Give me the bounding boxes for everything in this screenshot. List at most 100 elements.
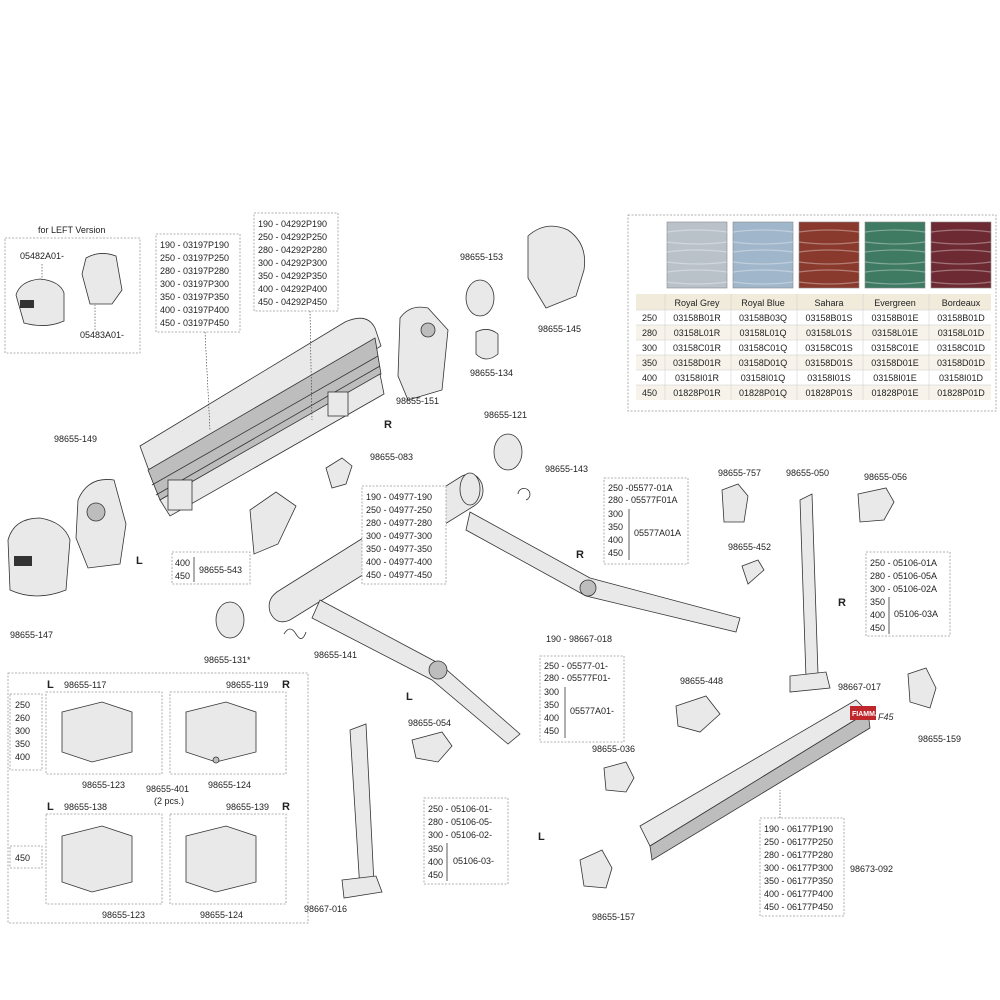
label-98655-145: 98655-145 xyxy=(538,324,581,334)
part-036-icon xyxy=(603,761,635,793)
label-98673-092: 98673-092 xyxy=(850,864,893,874)
fabric-swatch-4 xyxy=(864,221,926,289)
fabric-header-2: Royal Blue xyxy=(741,298,785,308)
left-end-cap-icon xyxy=(15,278,65,326)
label-98655-141: 98655-141 xyxy=(314,650,357,660)
label-98655-050: 98655-050 xyxy=(786,468,829,478)
spring-141-icon xyxy=(283,628,307,639)
bracket-size-1: 260 xyxy=(15,713,30,723)
right-leg-foot xyxy=(789,671,831,693)
bracket-138-icon xyxy=(61,825,133,893)
fabric-row-bg xyxy=(636,325,991,340)
fabric-swatches xyxy=(666,221,992,289)
front-bar-code-6: 450 - 03197P450 xyxy=(160,318,229,328)
end-cap-147-icon xyxy=(7,517,71,597)
fabric-swatch-stripe xyxy=(864,241,926,245)
fabric-swatch-stripe xyxy=(666,241,728,245)
fabric-swatch-stripe xyxy=(864,269,926,273)
top-bar-code-4: 350 - 04292P350 xyxy=(258,271,327,281)
left-end-parts xyxy=(7,479,127,597)
fabric-swatch-stripe xyxy=(666,269,728,273)
fabric-code: 03158L01Q xyxy=(739,328,786,338)
fabric-header-5: Bordeaux xyxy=(942,298,981,308)
lead-bar-lower xyxy=(649,711,871,861)
leg-left-top-0: 250 - 05106-01- xyxy=(428,804,492,814)
arm-left-top-0: 250 - 05577-01- xyxy=(544,661,608,671)
label-98655-139: 98655-139 xyxy=(226,802,269,812)
bar-end-fitting xyxy=(167,479,193,511)
fabric-code: 03158L01R xyxy=(674,328,721,338)
label-98667-017: 98667-017 xyxy=(838,682,881,692)
gear-134-icon xyxy=(475,329,499,360)
fabric-size-280: 280 xyxy=(642,328,657,338)
clip-543-size-1: 450 xyxy=(175,571,190,581)
bracket-117-icon xyxy=(61,701,133,763)
top-bar-code-5: 400 - 04292P400 xyxy=(258,284,327,294)
fabric-swatch-stripe xyxy=(666,229,728,233)
arm-right-codes: 250 -05577-01A 280 - 05577F01A 300 350 4… xyxy=(603,477,689,565)
leg-right-top-2: 300 - 05106-02A xyxy=(870,584,937,594)
fabric-code: 03158B03Q xyxy=(739,313,787,323)
roller-code-3: 300 - 04977-300 xyxy=(366,531,432,541)
fabric-code: 03158D01D xyxy=(937,358,986,368)
left-version-title: for LEFT Version xyxy=(38,225,105,235)
letter-R-1: R xyxy=(384,419,392,431)
label-98655-056: 98655-056 xyxy=(864,472,907,482)
bracket-R-bottom: R xyxy=(282,801,290,813)
right-end-caps xyxy=(397,225,586,401)
clip-543-icon xyxy=(249,491,297,555)
arm-right-size-1: 350 xyxy=(608,522,623,532)
lead-bar-brand: FIAMMA xyxy=(852,711,880,718)
fabric-header-3: Sahara xyxy=(814,298,843,308)
front-bar-code-5: 400 - 03197P400 xyxy=(160,305,229,315)
label-98655-119: 98655-119 xyxy=(226,680,268,690)
part-448-icon xyxy=(675,695,721,733)
letter-L-2: L xyxy=(406,691,413,703)
top-bar-code-1: 250 - 04292P250 xyxy=(258,232,327,242)
top-bar-box xyxy=(253,212,339,312)
gear-131-icon xyxy=(215,601,245,639)
fabric-code: 03158L01S xyxy=(806,328,852,338)
label-98655-123a: 98655-123 xyxy=(82,780,125,790)
label-05482A01: 05482A01- xyxy=(20,251,64,261)
fabric-code: 01828P01R xyxy=(673,388,721,398)
front-bar-code-1: 250 - 03197P250 xyxy=(160,253,229,263)
fabric-swatch-stripe xyxy=(930,269,992,273)
right-leg xyxy=(799,493,819,679)
label-98655-124a: 98655-124 xyxy=(208,780,251,790)
fabric-code: 03158L01D xyxy=(938,328,985,338)
fabric-code: 03158I01S xyxy=(807,373,851,383)
fabric-code: 03158C01S xyxy=(805,343,853,353)
fabric-code: 03158B01R xyxy=(673,313,721,323)
front-bar-code-0: 190 - 03197P190 xyxy=(160,240,229,250)
leg-right-box xyxy=(865,551,951,637)
left-end-bracket-icon xyxy=(81,253,123,305)
top-bar-codes: 190 - 04292P190 250 - 04292P250 280 - 04… xyxy=(253,212,339,421)
lead-bar-code-4: 350 - 06177P350 xyxy=(764,876,833,886)
case-assembly xyxy=(139,317,385,517)
front-bar-code-3: 300 - 03197P300 xyxy=(160,279,229,289)
bracket-119-icon xyxy=(185,701,257,763)
fabric-swatch-stripe xyxy=(798,249,860,253)
bracket-L-top: L xyxy=(47,679,54,691)
fabric-code: 01828P01E xyxy=(871,388,918,398)
clip-543-box xyxy=(171,551,251,585)
fiamma-logo-small xyxy=(20,300,34,308)
fabric-swatch-stripe xyxy=(930,249,992,253)
roller-code-6: 450 - 04977-450 xyxy=(366,570,432,580)
label-98655-149: 98655-149 xyxy=(54,434,97,444)
fabric-code: 01828P01D xyxy=(937,388,985,398)
fabric-code: 03158C01E xyxy=(871,343,919,353)
label-05483A01: 05483A01- xyxy=(80,330,124,340)
fabric-swatch-stripe xyxy=(864,281,926,285)
arm-right-top-1: 280 - 05577F01A xyxy=(608,495,678,505)
lead-bar-f45: F45 xyxy=(878,712,895,722)
top-bar-code-6: 450 - 04292P450 xyxy=(258,297,327,307)
lead-bar-code-2: 280 - 06177P280 xyxy=(764,850,833,860)
part-157-icon xyxy=(579,849,613,889)
bracket-size-450-box xyxy=(9,845,43,869)
roller-end xyxy=(459,472,481,506)
fabric-swatch-stripe xyxy=(666,249,728,253)
label-98655-054: 98655-054 xyxy=(408,718,451,728)
label-98655-147: 98655-147 xyxy=(10,630,53,640)
